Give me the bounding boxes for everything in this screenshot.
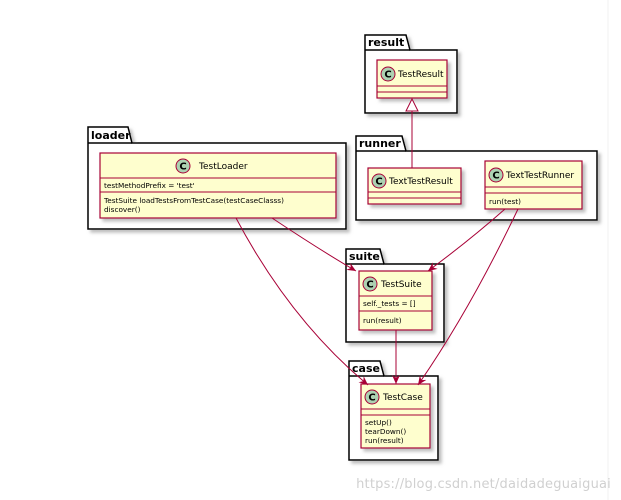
attr-testmethodprefix: testMethodPrefix = 'test': [104, 181, 195, 190]
class-texttestresult-name: TextTestResult: [388, 177, 453, 187]
package-result-label: result: [368, 36, 404, 49]
class-c-icon: [364, 389, 380, 405]
class-c-icon: [362, 276, 378, 292]
class-testresult: C TestResult: [376, 59, 448, 99]
class-texttestrunner-name: TextTestRunner: [505, 171, 574, 181]
relation-testloader-testcase: [235, 217, 369, 386]
svg-text:C: C: [375, 177, 382, 188]
method-setup: setUp(): [365, 418, 392, 427]
class-c-icon: [380, 66, 396, 82]
class-texttestrunner: C TextTestRunner run(test): [484, 160, 583, 210]
class-c-icon: [371, 173, 387, 189]
method-loadtestsfromtestcase: TestSuite loadTestsFromTestCase(testCase…: [103, 196, 284, 205]
package-loader-label: loader: [91, 129, 131, 142]
method-run-result: run(result): [363, 316, 402, 325]
class-testsuite-name: TestSuite: [380, 280, 422, 290]
class-c-icon: [175, 158, 191, 174]
method-run-result: run(result): [365, 436, 404, 445]
class-testloader: C TestLoader testMethodPrefix = 'test' T…: [99, 152, 337, 219]
svg-text:C: C: [492, 171, 499, 182]
svg-text:C: C: [384, 70, 391, 81]
relation-inheritance-texttestresult-testresult: [405, 97, 419, 168]
relation-testloader-testsuite: [271, 217, 357, 272]
svg-text:C: C: [368, 393, 375, 404]
class-testcase: C TestCase setUp() tearDown() run(result…: [360, 383, 431, 449]
class-testloader-name: TestLoader: [198, 162, 248, 172]
watermark-url: https://blog.csdn.net/daidadeguaiguai: [356, 477, 611, 492]
svg-text:C: C: [366, 280, 373, 291]
class-testresult-name: TestResult: [397, 70, 444, 80]
class-c-icon: [488, 167, 504, 183]
relation-texttestrunner-testsuite: [427, 208, 506, 272]
package-case-label: case: [352, 362, 380, 375]
method-discover: discover(): [104, 205, 141, 214]
method-teardown: tearDown(): [365, 427, 406, 436]
package-suite-label: suite: [349, 250, 380, 263]
svg-text:C: C: [179, 162, 186, 173]
attr-self-tests: self._tests = []: [363, 299, 416, 308]
method-run-test: run(test): [489, 197, 521, 206]
class-testcase-name: TestCase: [382, 393, 423, 403]
class-testsuite: C TestSuite self._tests = [] run(result): [358, 270, 433, 331]
class-texttestresult: C TextTestResult: [367, 167, 462, 205]
package-runner-label: runner: [359, 137, 401, 150]
relation-texttestrunner-testcase: [417, 208, 519, 386]
